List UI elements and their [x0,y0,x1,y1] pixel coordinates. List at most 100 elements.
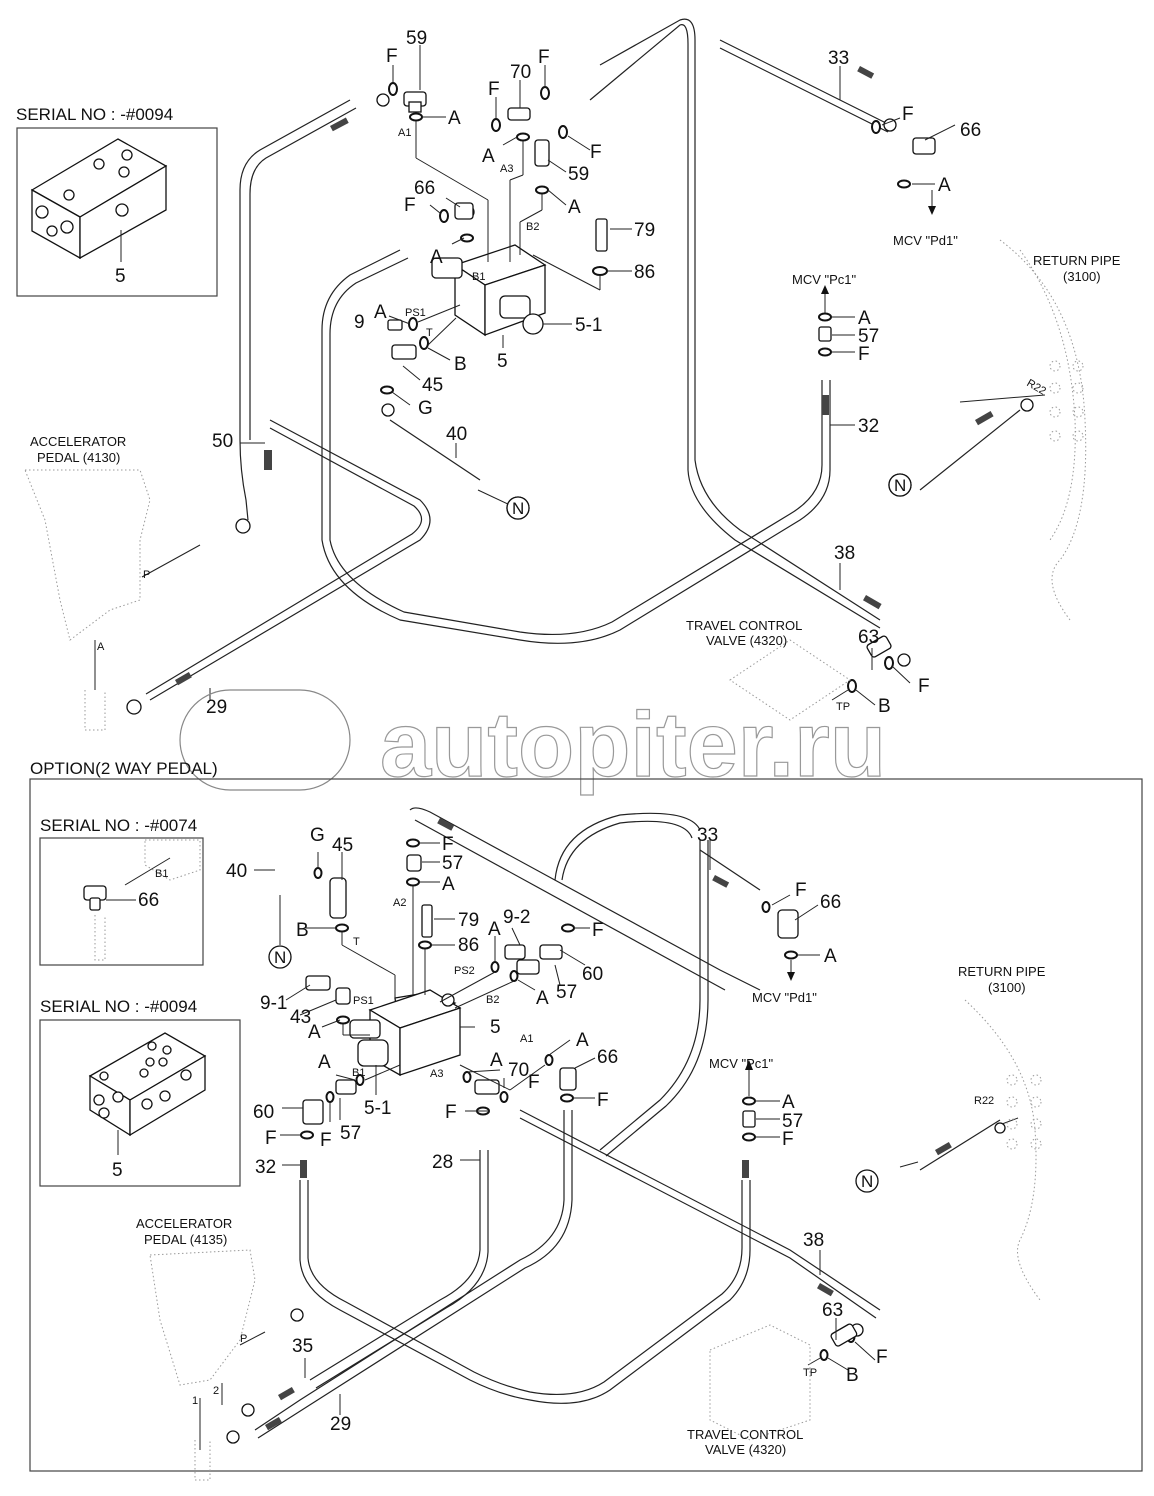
port-label: T [426,327,433,339]
part-label: 45 [422,375,443,396]
part-label: 32 [255,1157,276,1178]
part-label: F [918,676,930,697]
part-label: 57 [858,326,879,347]
part-label: F [404,195,416,216]
port-label: TP [836,701,850,713]
destination-label: MCV "Pd1" [893,233,958,248]
part-label: A [308,1022,321,1043]
part-label: 70 [510,62,531,83]
serial-box-title: SERIAL NO : -#0094 [40,997,197,1016]
part-label: A [858,308,871,329]
part-label: F [597,1090,609,1111]
part-label: 5 [490,1017,501,1038]
part-label: 29 [330,1414,351,1435]
port-label: PS1 [353,995,374,1007]
part-label: F [858,344,870,365]
part-label: 40 [226,861,247,882]
port-label: B1 [352,1067,365,1079]
reference-marker: N [512,499,524,518]
destination-label: MCV "Pd1" [752,990,817,1005]
part-label: B [846,1365,859,1386]
part-label: F [445,1102,457,1123]
leader-lines-option [199,840,1019,1450]
part-label: 70 [508,1060,529,1081]
part-label: 86 [634,262,655,283]
part-label: F [782,1129,794,1150]
serial-box-top: SERIAL NO : -#0094 5 [16,105,218,297]
part-label: 35 [292,1336,313,1357]
part-label: A [576,1030,589,1051]
part-label: F [442,834,454,855]
serial-box-frame [39,837,204,966]
part-label: B [296,920,309,941]
part-label: 59 [568,164,589,185]
reference-marker: N [274,948,286,967]
fittings-top [387,91,936,658]
part-label: 33 [828,48,849,69]
reference-parts-option [149,999,1042,1481]
part-label: 63 [822,1300,843,1321]
port-label: B2 [526,221,539,233]
port-label: PS1 [405,307,426,319]
part-label: A [430,247,443,268]
reference-marker: N [861,1172,873,1191]
serial-box-title: SERIAL NO : -#0094 [16,105,173,124]
part-label: F [538,47,550,68]
part-label: A [442,874,455,895]
reference-label: RETURN PIPE [958,964,1046,979]
part-label: 50 [212,431,233,452]
part-label: 45 [332,835,353,856]
part-label: 5 [497,351,508,372]
part-label: A [488,919,501,940]
part-label: A [568,197,581,218]
port-label: A [97,641,105,653]
part-label: 66 [820,892,841,913]
reference-label: TRAVEL CONTROL [686,618,802,633]
serial-box-title: SERIAL NO : -#0074 [40,816,197,835]
port-label: B1 [472,271,485,283]
part-label: F [902,104,914,125]
part-label: 86 [458,935,479,956]
port-label: TP [803,1367,817,1379]
part-label: 5 [115,266,126,287]
part-label: A [938,175,951,196]
reference-label: VALVE (4320) [705,1442,786,1457]
o-rings-top [380,82,911,693]
part-label: G [418,398,433,419]
part-label: A [374,302,387,323]
fittings-option [302,854,858,1347]
part-label: 5-1 [364,1098,391,1119]
part-label: 29 [206,697,227,718]
option-title: OPTION(2 WAY PEDAL) [30,759,218,778]
part-label: F [590,142,602,163]
port-label: 2 [213,1385,219,1397]
pipe-routing-option [254,807,1001,1439]
part-label: 5-1 [575,315,602,336]
reference-label: PEDAL (4130) [37,450,120,465]
part-label: A [318,1052,331,1073]
reference-label: ACCELERATOR [136,1216,232,1231]
valve-block-icon [30,138,168,260]
part-label: A [536,988,549,1009]
port-label: P [143,569,150,581]
reference-circle [855,1169,879,1193]
part-label: G [310,825,325,846]
serial-box-frame [39,1019,241,1187]
reference-circle [506,496,530,520]
port-label: B1 [155,868,168,880]
port-label: T [353,936,360,948]
destination-label: MCV "Pc1" [709,1056,774,1071]
part-label: B [878,696,891,717]
port-label: A3 [500,163,513,175]
reference-label: TRAVEL CONTROL [687,1427,803,1442]
reference-label: (3100) [988,980,1026,995]
part-label: 5 [112,1160,123,1181]
part-label: 57 [340,1123,361,1144]
part-label: 60 [253,1102,274,1123]
part-label: F [795,880,807,901]
port-label: B2 [486,994,499,1006]
pilot-valve-block-top [431,244,547,337]
part-label: A [782,1092,795,1113]
part-label: 66 [960,120,981,141]
